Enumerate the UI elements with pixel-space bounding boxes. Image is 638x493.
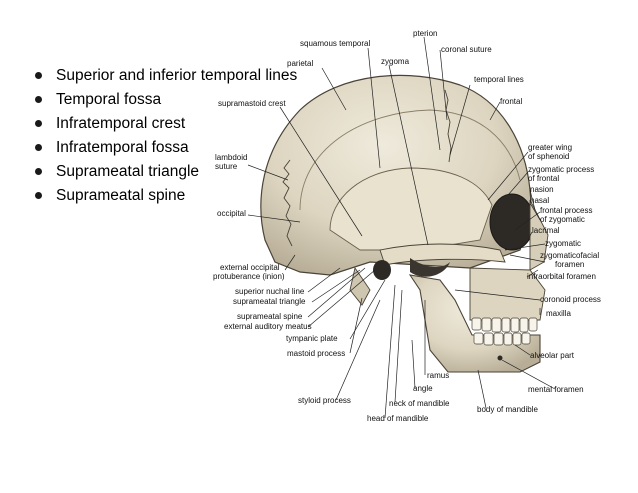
- upper-teeth: [471, 317, 538, 333]
- mastoid-shape: [349, 266, 371, 306]
- label-external-occipital: external occipital: [220, 263, 280, 272]
- label-pterion: pterion: [413, 29, 437, 38]
- label-greater-wing: greater wing: [528, 143, 572, 152]
- label-occipital: occipital: [217, 209, 246, 218]
- bullet-item: Suprameatal spine: [34, 186, 297, 205]
- mental-foramen-dot: [497, 355, 503, 361]
- label-tympanic-plate: tympanic plate: [286, 334, 338, 343]
- label-squamous-temporal: squamous temporal: [300, 39, 370, 48]
- label-ramus: ramus: [427, 371, 449, 380]
- label-temporal-lines: temporal lines: [474, 75, 524, 84]
- label-superior-nuchal-line: superior nuchal line: [235, 287, 305, 296]
- bullet-dot-icon: [35, 120, 42, 127]
- label-external-occipital-2: protuberance (inion): [213, 272, 285, 281]
- label-external-auditory-meatus: external auditory meatus: [224, 322, 312, 331]
- label-nasion: nasion: [530, 185, 554, 194]
- label-head-of-mandible: head of mandible: [367, 414, 429, 423]
- label-mental-foramen: mental foramen: [528, 385, 584, 394]
- lambdoid-suture-line: [282, 159, 293, 247]
- bullet-item: Superior and inferior temporal lines: [34, 66, 297, 85]
- label-frontal-process-2: of zygomatic: [540, 215, 585, 224]
- label-supramastoid-crest: supramastoid crest: [218, 99, 286, 108]
- label-frontal: frontal: [500, 97, 522, 106]
- label-zygomatic-process-frontal: zygomatic process: [528, 165, 594, 174]
- temporal-line: [299, 109, 521, 211]
- lower-teeth: [473, 332, 531, 346]
- bullet-item: Suprameatal triangle: [34, 162, 297, 181]
- label-zygoma: zygoma: [381, 57, 410, 66]
- label-angle: angle: [413, 384, 433, 393]
- bullet-text: Infratemporal fossa: [56, 139, 189, 156]
- label-suprameatal-triangle: suprameatal triangle: [233, 297, 306, 306]
- label-coronal-suture: coronal suture: [441, 45, 492, 54]
- bullet-dot-icon: [35, 96, 42, 103]
- bullet-text: Temporal fossa: [56, 91, 162, 108]
- label-infraorbital-foramen: infraorbital foramen: [527, 272, 596, 281]
- bullet-item: Infratemporal fossa: [34, 138, 297, 157]
- infratemporal-fossa-shape: [410, 258, 450, 277]
- bullet-list: Superior and inferior temporal lines Tem…: [34, 66, 297, 210]
- bullet-dot-icon: [35, 168, 42, 175]
- bullet-text: Suprameatal spine: [56, 187, 186, 204]
- label-frontal-process: frontal process: [540, 206, 592, 215]
- label-zygomaticofacial: zygomaticofacial: [540, 251, 599, 260]
- label-styloid-process: styloid process: [298, 396, 351, 405]
- label-mastoid-process: mastoid process: [287, 349, 345, 358]
- bullet-dot-icon: [35, 72, 42, 79]
- label-lambdoid-2: suture: [215, 162, 238, 171]
- label-zygomaticofacial-2: foramen: [555, 260, 584, 269]
- label-parietal: parietal: [287, 59, 313, 68]
- coronal-suture-line: [444, 89, 452, 163]
- label-nasal: nasal: [530, 196, 549, 205]
- label-suprameatal-spine: suprameatal spine: [237, 312, 303, 321]
- bullet-dot-icon: [35, 144, 42, 151]
- label-body-of-mandible: body of mandible: [477, 405, 538, 414]
- maxilla-shape: [469, 267, 546, 321]
- bullet-item: Temporal fossa: [34, 90, 297, 109]
- temporal-fossa-shape: [329, 167, 493, 251]
- label-neck-of-mandible: neck of mandible: [389, 399, 450, 408]
- mandible-shape: [408, 274, 541, 373]
- bullet-text: Suprameatal triangle: [56, 163, 200, 180]
- orbit-shape: [489, 193, 535, 251]
- bullet-text: Superior and inferior temporal lines: [56, 67, 298, 84]
- label-zygomatic: zygomatic: [545, 239, 581, 248]
- label-alveolar-part: alveolar part: [530, 351, 575, 360]
- label-zygomatic-process-frontal-2: of frontal: [528, 174, 559, 183]
- label-greater-wing-2: of sphenoid: [528, 152, 569, 161]
- bullet-item: Infratemporal crest: [34, 114, 297, 133]
- bullet-text: Infratemporal crest: [56, 115, 186, 132]
- bullet-dot-icon: [35, 192, 42, 199]
- label-coronoid-process: coronoid process: [540, 295, 601, 304]
- label-maxilla: maxilla: [546, 309, 571, 318]
- label-lambdoid: lambdoid: [215, 153, 247, 162]
- leader-lines: [247, 36, 556, 419]
- auditory-meatus-shape: [373, 260, 391, 280]
- label-lacrimal: lacrimal: [532, 226, 560, 235]
